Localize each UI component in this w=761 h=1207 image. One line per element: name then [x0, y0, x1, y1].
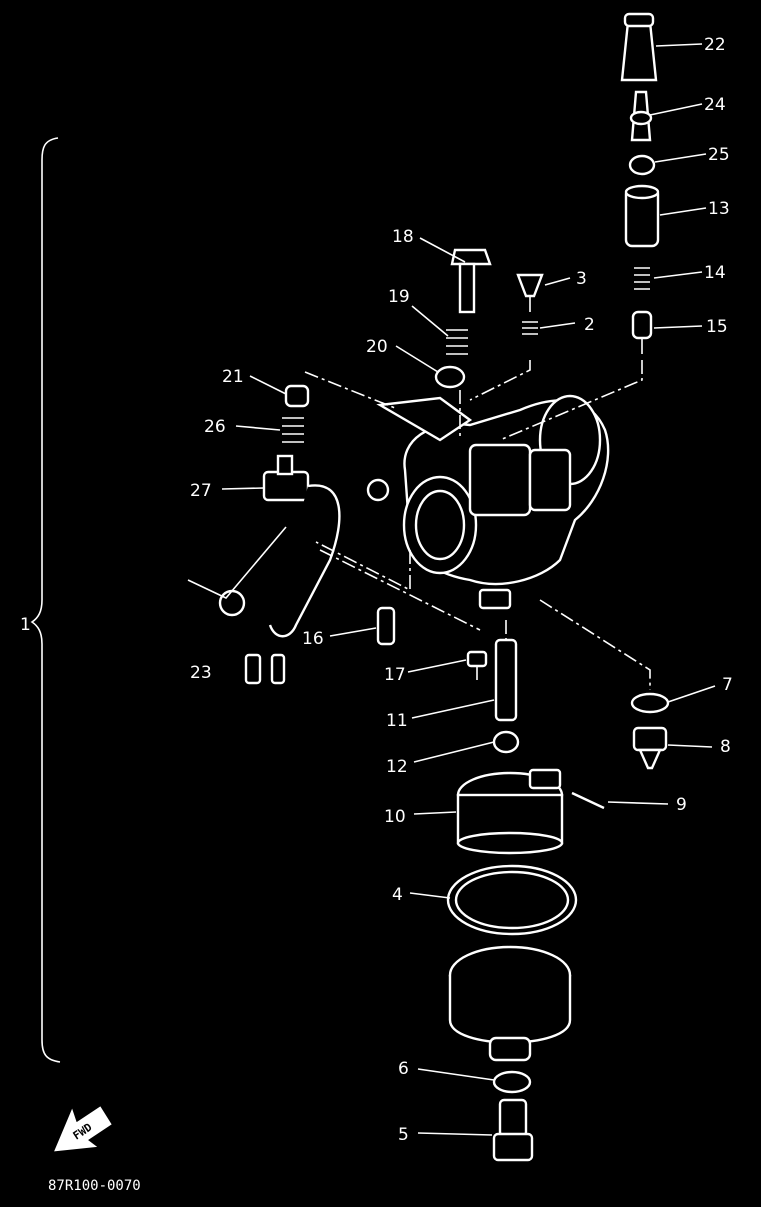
part-16-pin: [376, 606, 396, 646]
callout-11: 11: [386, 711, 408, 731]
part-22-cap: [620, 12, 658, 82]
callout-12: 12: [386, 757, 408, 777]
part-12-jet: [492, 730, 520, 754]
callout-16: 16: [302, 629, 324, 649]
part-9-pin: [571, 791, 605, 810]
callout-26: 26: [204, 417, 226, 437]
part-19-spring: [446, 329, 468, 355]
assembly-number: 1: [20, 615, 31, 635]
callout-5: 5: [398, 1125, 409, 1145]
part-24-screw: [629, 90, 653, 142]
callout-8: 8: [720, 737, 731, 757]
assembly-guide-lines: [304, 360, 651, 690]
callout-13: 13: [708, 199, 730, 219]
carburetor-body: [366, 394, 610, 610]
part-7-washer: [630, 692, 670, 714]
callout-27: 27: [190, 481, 212, 501]
part-20-washer: [434, 365, 466, 389]
part-4-gasket-ring: [446, 864, 578, 936]
part-21-cap: [284, 384, 310, 408]
callout-2: 2: [584, 315, 595, 335]
leader-lines: [187, 43, 716, 1136]
callout-21: 21: [222, 367, 244, 387]
part-23-gasket: [218, 589, 246, 617]
part-17-screw: [466, 650, 488, 680]
part-13-sleeve: [624, 184, 660, 248]
callout-7: 7: [722, 675, 733, 695]
callout-17: 17: [384, 665, 406, 685]
part-26-spring: [282, 417, 304, 443]
part-14-spring: [634, 267, 650, 290]
assembly-bracket: [30, 137, 61, 1063]
callout-19: 19: [388, 287, 410, 307]
part-18-screw: [450, 248, 492, 314]
callout-18: 18: [392, 227, 414, 247]
part-6-washer: [492, 1070, 532, 1094]
callout-14: 14: [704, 263, 726, 283]
reference-code: 87R100-0070: [48, 1178, 141, 1194]
part-3-screw: [516, 273, 544, 312]
callout-25: 25: [708, 145, 730, 165]
callout-6: 6: [398, 1059, 409, 1079]
callout-24: 24: [704, 95, 726, 115]
callout-3: 3: [576, 269, 587, 289]
callout-15: 15: [706, 317, 728, 337]
part-15-plunger: [631, 310, 653, 354]
callout-23: 23: [190, 663, 212, 683]
part-25-nut: [628, 154, 656, 176]
callout-labels: 22 24 25 13 18 3 14 19 2 15 20 21 26 27 …: [20, 35, 733, 1145]
callout-4: 4: [392, 885, 403, 905]
choke-cable: [244, 484, 341, 685]
callout-9: 9: [676, 795, 687, 815]
part-27-starter-valve: [262, 454, 310, 502]
part-2-spring: [522, 321, 538, 335]
callout-10: 10: [384, 807, 406, 827]
part-8-needle-valve: [632, 726, 668, 770]
part-10-float: [456, 768, 564, 855]
fwd-arrow-icon: FWD: [54, 1106, 112, 1152]
part-5-drain-plug: [492, 1098, 534, 1162]
part-11-jet-holder: [494, 638, 518, 722]
callout-20: 20: [366, 337, 388, 357]
callout-22: 22: [704, 35, 726, 55]
float-bowl: [448, 945, 572, 1062]
